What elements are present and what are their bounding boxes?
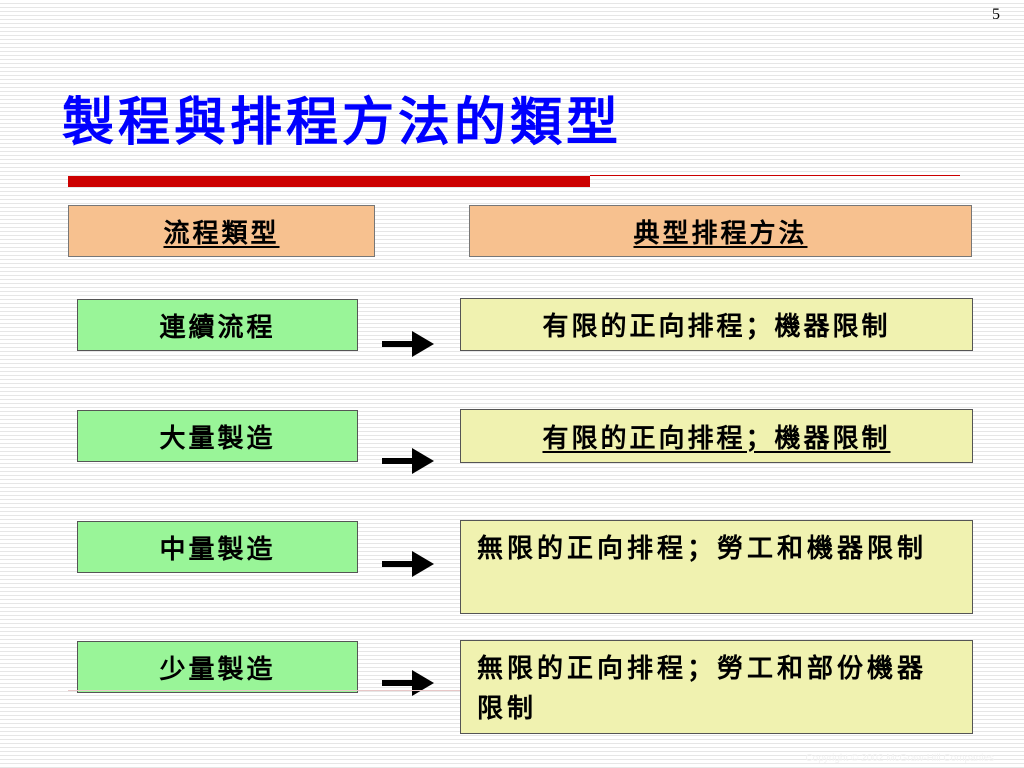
scheduling-method-medium-volume: 無限的正向排程；勞工和機器限制	[460, 520, 973, 614]
scheduling-method-header-label: 典型排程方法	[633, 218, 808, 249]
process-type-medium-volume: 中量製造	[77, 521, 358, 573]
process-type-header: 流程類型	[68, 205, 375, 257]
process-type-label: 少量製造	[159, 654, 276, 685]
process-type-label: 中量製造	[159, 534, 276, 565]
scheduling-method-label: 有限的正向排程；機器限制	[542, 423, 891, 454]
slide-title: 製程與排程方法的類型	[62, 92, 623, 153]
right-arrow-icon	[382, 448, 434, 474]
right-arrow-icon	[382, 551, 434, 577]
scheduling-method-label: 無限的正向排程；勞工和機器限制	[477, 534, 928, 564]
title-underline-thick	[68, 176, 590, 187]
right-arrow-icon	[382, 331, 434, 357]
process-type-header-label: 流程類型	[163, 218, 280, 249]
right-arrow-icon	[382, 670, 434, 696]
process-type-label: 連續流程	[159, 312, 276, 343]
title-underline-thin	[590, 175, 960, 176]
page-number: 5	[992, 6, 1000, 23]
scheduling-method-low-volume: 無限的正向排程；勞工和部份機器限制	[460, 640, 973, 734]
scheduling-method-header: 典型排程方法	[469, 205, 972, 257]
scheduling-method-label: 有限的正向排程；機器限制	[542, 312, 891, 342]
scheduling-method-continuous: 有限的正向排程；機器限制	[460, 298, 973, 351]
process-type-low-volume: 少量製造	[77, 641, 358, 693]
scheduling-method-mass: 有限的正向排程；機器限制	[460, 409, 973, 463]
copyright-watermark: Copyright © 2002 McGraw-Hill Companies	[805, 753, 994, 764]
process-type-mass: 大量製造	[77, 410, 358, 462]
footer-divider	[68, 690, 460, 691]
process-type-label: 大量製造	[159, 423, 276, 454]
process-type-continuous: 連續流程	[77, 299, 358, 351]
scheduling-method-label: 無限的正向排程；勞工和部份機器限制	[477, 654, 928, 724]
